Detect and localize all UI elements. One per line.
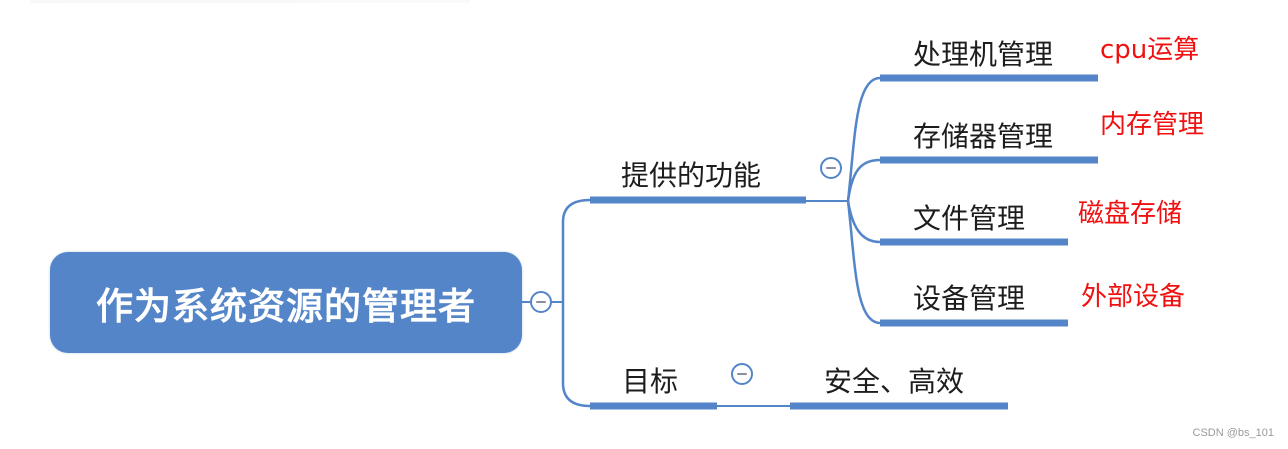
watermark: CSDN @bs_101 [1192, 427, 1274, 439]
note-processor: cpu运算 [1100, 35, 1200, 65]
child-node-safe-efficient[interactable]: 安全、高效 [824, 365, 965, 398]
root-collapse-button[interactable] [530, 291, 552, 313]
root-node-label: 作为系统资源的管理者 [96, 284, 476, 328]
note-device: 外部设备 [1081, 282, 1186, 312]
top-edge-artifact [30, 0, 470, 3]
minus-icon [536, 301, 546, 303]
note-storage: 内存管理 [1100, 110, 1205, 140]
root-node[interactable]: 作为系统资源的管理者 [50, 252, 522, 353]
child-node-file[interactable]: 文件管理 [913, 202, 1026, 235]
note-file: 磁盘存储 [1078, 199, 1183, 229]
child-node-device[interactable]: 设备管理 [913, 282, 1026, 315]
minus-icon [826, 167, 836, 169]
child-node-processor[interactable]: 处理机管理 [913, 38, 1054, 71]
functions-collapse-button[interactable] [820, 157, 842, 179]
child-node-storage[interactable]: 存储器管理 [913, 120, 1054, 153]
branch-node-functions[interactable]: 提供的功能 [621, 159, 762, 192]
branch-node-goal[interactable]: 目标 [622, 365, 679, 398]
minus-icon [737, 373, 747, 375]
goal-collapse-button[interactable] [731, 363, 753, 385]
